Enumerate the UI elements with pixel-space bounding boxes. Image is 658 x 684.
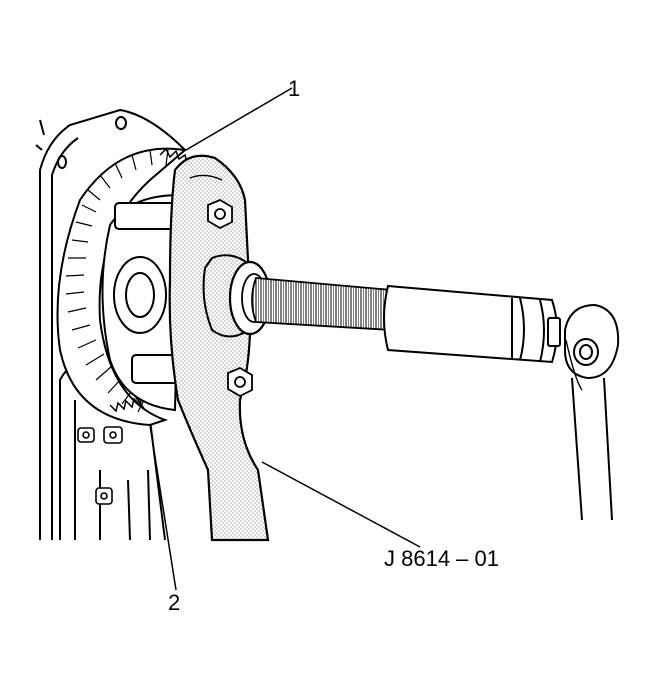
handle-bar xyxy=(564,303,620,521)
forcing-screw xyxy=(251,277,393,331)
leader-tool xyxy=(261,461,421,548)
carrier-hub xyxy=(101,193,183,412)
callout-2: 2 xyxy=(168,590,180,615)
leader-1 xyxy=(185,87,293,151)
screw-sleeve xyxy=(383,284,561,364)
case-bolts xyxy=(77,426,123,505)
callout-1: 1 xyxy=(288,76,300,101)
tool-label: J 8614 – 01 xyxy=(384,546,499,571)
case-housing xyxy=(35,108,186,541)
puller-bar xyxy=(168,154,270,542)
leader-lines xyxy=(149,87,421,591)
ring-gear xyxy=(56,147,188,427)
leader-2 xyxy=(149,424,177,591)
